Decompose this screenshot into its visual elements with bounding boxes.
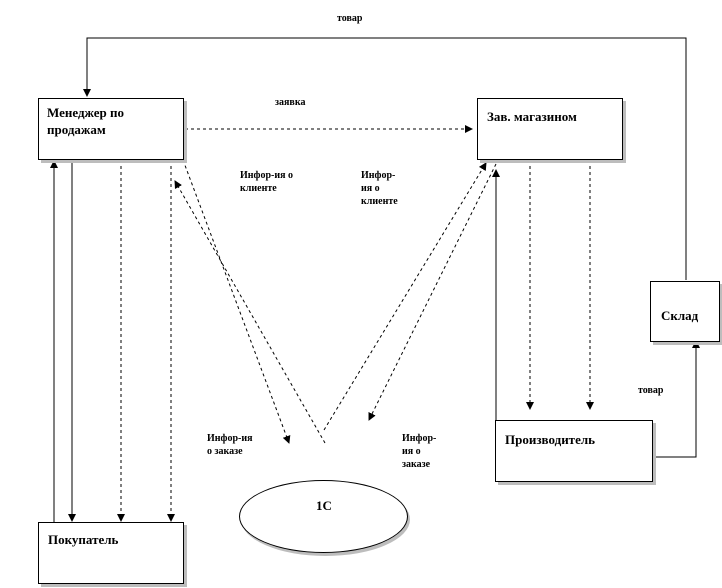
node-producer: Производитель xyxy=(495,420,653,482)
label-goods-bottom: товар xyxy=(638,385,664,396)
node-store-head: Зав. магазином xyxy=(477,98,623,160)
node-1c-label: 1С xyxy=(316,498,332,513)
node-producer-label: Производитель xyxy=(505,432,596,447)
label-order-info-left: Инфор-ия о заказе xyxy=(207,433,253,457)
edge-producer-to-warehouse xyxy=(656,340,700,458)
label-goods-top: товар xyxy=(337,13,363,24)
node-buyer-label: Покупатель xyxy=(48,532,119,547)
edge-1c-to-manager xyxy=(174,180,326,444)
label-client-info-left: Инфор-ия о клиенте xyxy=(240,170,294,194)
label-request: заявка xyxy=(275,97,306,108)
label-client-info-right: Инфор- ия о клиенте xyxy=(361,170,398,207)
edge-manager-to-1c xyxy=(182,159,291,444)
node-store-head-label: Зав. магазином xyxy=(487,109,577,124)
node-buyer: Покупатель xyxy=(38,522,184,584)
edge-warehouse-to-manager xyxy=(83,37,687,280)
label-order-info-right: Инфор- ия о заказе xyxy=(402,433,437,470)
node-manager-label: Менеджер по продажам xyxy=(47,105,125,137)
node-warehouse: Склад xyxy=(650,281,720,342)
node-manager: Менеджер по продажам xyxy=(38,98,184,160)
node-warehouse-label: Склад xyxy=(661,308,699,323)
node-1c: 1С xyxy=(239,480,408,553)
edge-1c-to-storehead xyxy=(323,162,487,431)
